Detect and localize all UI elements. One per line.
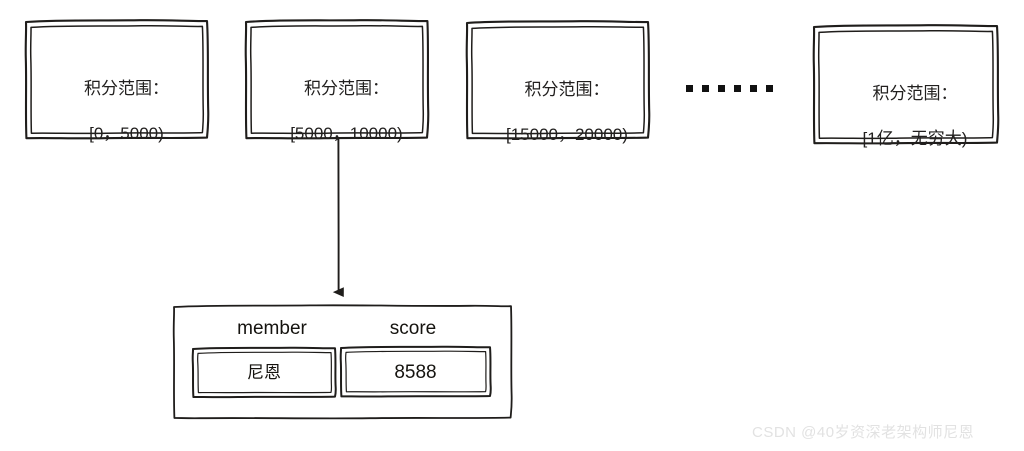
table-cell-member-value: 尼恩 (247, 363, 281, 382)
table-header-member: member (237, 318, 307, 339)
range-box-2[interactable] (244, 19, 430, 140)
range-box-2-label: 积分范围： [5000，10000) (246, 56, 428, 168)
range-box-3-label: 积分范围： [15000，20000) (466, 57, 649, 169)
table-header-score: score (389, 318, 437, 339)
range-box-1-line1: 积分范围： (83, 79, 169, 99)
range-box-4-label: 积分范围： [1亿，无穷大) (813, 61, 998, 173)
range-box-4-line1: 积分范围： (872, 84, 958, 104)
range-box-3[interactable] (465, 20, 651, 140)
table-cell-member[interactable] (191, 346, 337, 399)
range-box-4[interactable] (812, 24, 1000, 145)
ellipsis-dots (686, 85, 773, 92)
range-box-2-line1: 积分范围： (303, 79, 389, 99)
csdn-watermark: CSDN @40岁资深老架构师尼恩 (752, 424, 975, 441)
table-cell-score[interactable] (339, 345, 492, 398)
range-box-1-line2: [0，5000) (89, 124, 164, 144)
range-box-1-label: 积分范围： [0，5000) (26, 56, 208, 168)
range-box-3-line1: 积分范围： (524, 80, 610, 100)
range-box-2-line2: [5000，10000) (290, 124, 403, 144)
range-box-1[interactable] (24, 19, 210, 140)
range-box-4-line2: [1亿，无穷大) (862, 129, 968, 149)
range-box-3-line2: [15000，20000) (505, 125, 628, 145)
table-cell-score-value: 8588 (394, 362, 437, 383)
